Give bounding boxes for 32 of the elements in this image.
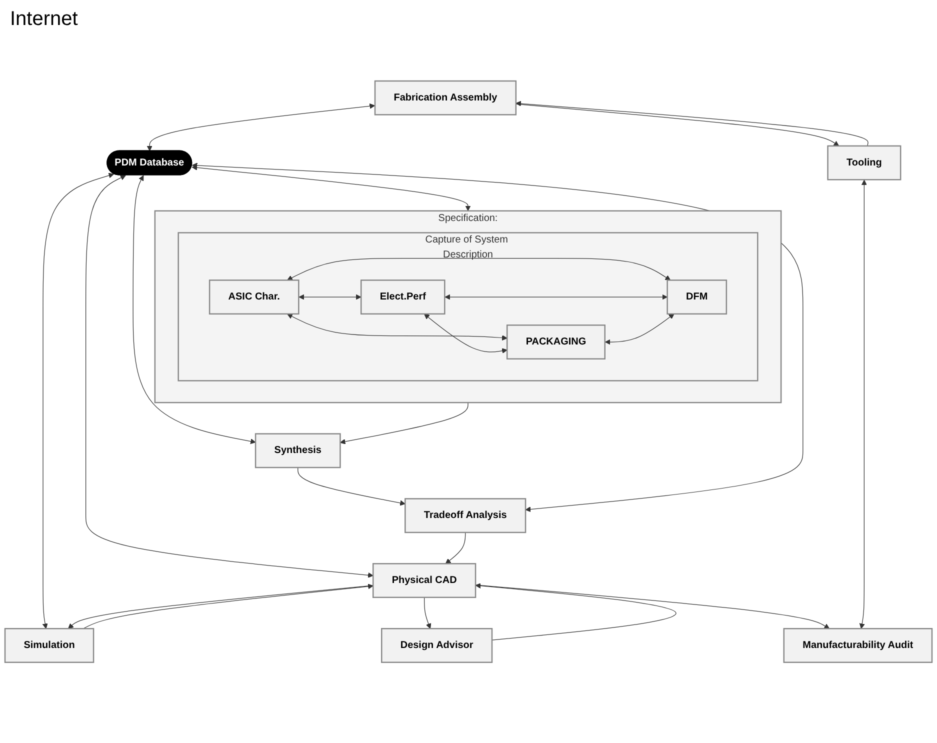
arrow [86,174,374,578]
node-box: Manufacturability Audit [783,628,933,663]
arrow [424,314,508,354]
arrow [340,402,468,444]
arrow [859,179,867,629]
node-box: DFM [666,279,728,314]
arrow [192,162,804,512]
arrow [298,294,362,300]
arrow [146,103,375,151]
arrow [444,294,668,300]
arrow [132,175,256,444]
arrow [42,172,114,629]
node-box: Design Advisor [381,628,493,663]
node-box: ASIC Char. [208,279,300,314]
arrow [445,532,466,564]
node-box: PACKAGING [506,324,606,360]
arrow [287,314,508,340]
node-box: Synthesis [254,433,341,468]
network-label: Internet [10,8,78,31]
arrow [475,584,830,629]
node-box: Physical CAD [372,562,476,598]
node-box: Tooling [827,145,902,180]
node-box: Fabrication Assembly [374,80,517,116]
arrow [192,164,471,211]
node-box: Elect.Perf [360,279,446,314]
arrow [475,582,676,640]
node-box: Tradeoff Analysis [404,498,526,533]
arrow [287,258,671,280]
arrow [298,467,406,506]
arrow [604,313,674,345]
node-box: Simulation [4,628,94,663]
arrow [424,596,432,629]
